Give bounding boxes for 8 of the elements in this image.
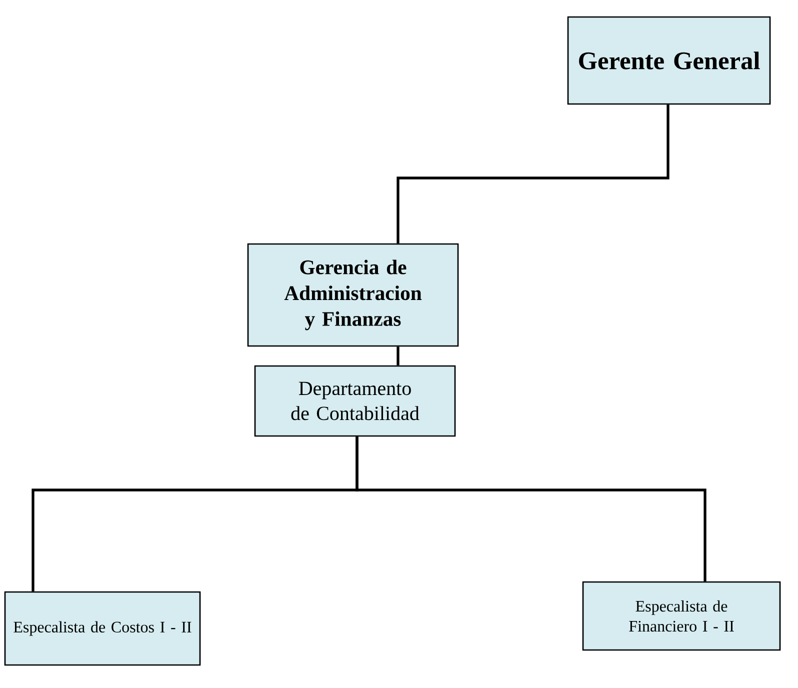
org-box: Gerencia de Administracion y Finanzas [247,243,459,347]
connector-line [396,104,670,244]
org-box: Gerente General [567,16,771,105]
org-box: Especalista de Financiero I - II [582,581,781,651]
org-box: Especalista de Costos I - II [4,591,201,666]
connector-line [356,436,706,582]
org-box: Departamento de Contabilidad [254,365,456,437]
connector-line [396,346,400,366]
